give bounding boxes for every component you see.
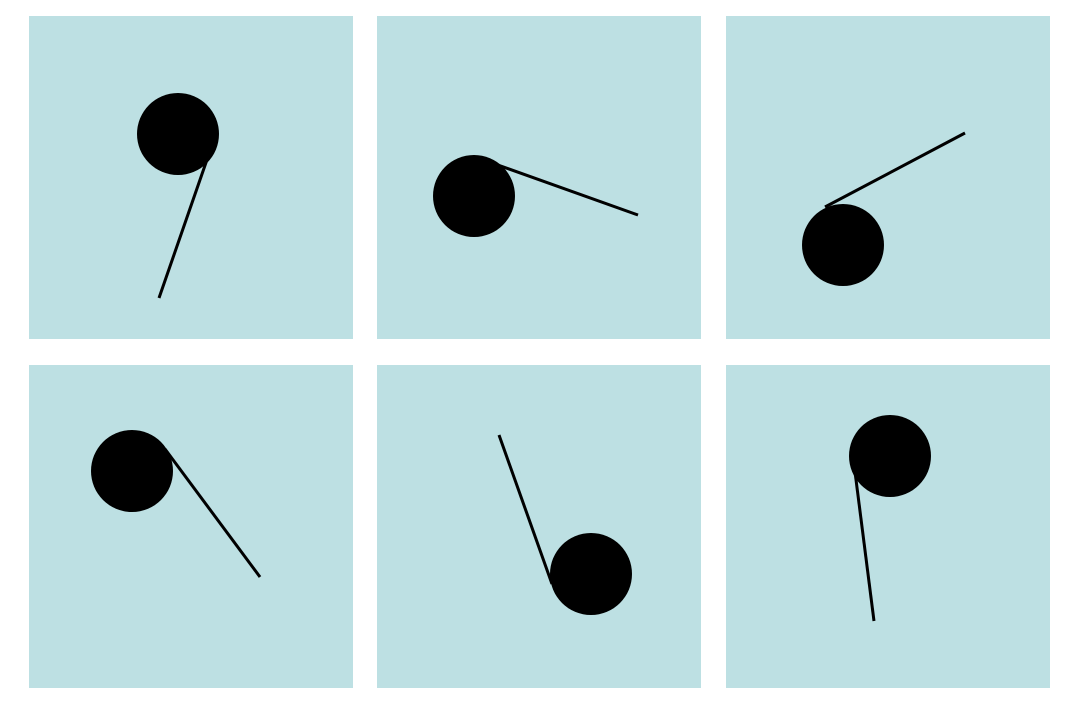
pendulum-figure-4: [29, 365, 353, 688]
pendulum-stick: [480, 157, 639, 217]
pendulum-stick: [497, 434, 554, 585]
panel-background: [29, 16, 353, 339]
panel-4: [29, 365, 353, 688]
pendulum-figure-6: [726, 365, 1050, 688]
panel-5: [377, 365, 701, 688]
panel-background: [377, 16, 701, 339]
panel-6: [726, 365, 1050, 688]
pendulum-stick: [157, 150, 212, 299]
panel-background: [726, 365, 1050, 688]
pendulum-figure-5: [377, 365, 701, 688]
pendulum-stick: [163, 448, 262, 578]
pendulum-ball: [137, 93, 219, 175]
pendulum-ball: [433, 155, 515, 237]
pendulum-ball: [849, 415, 931, 497]
panel-2: [377, 16, 701, 339]
pendulum-figure-1: [29, 16, 353, 339]
pendulum-stick: [824, 131, 966, 209]
pendulum-figure-2: [377, 16, 701, 339]
panel-background: [377, 365, 701, 688]
panel-background: [29, 365, 353, 688]
panel-1: [29, 16, 353, 339]
panel-background: [726, 16, 1050, 339]
pendulum-stick: [852, 463, 876, 622]
pendulum-ball: [550, 533, 632, 615]
panel-3: [726, 16, 1050, 339]
pendulum-ball: [91, 430, 173, 512]
pendulum-figure-3: [726, 16, 1050, 339]
pendulum-ball: [802, 204, 884, 286]
